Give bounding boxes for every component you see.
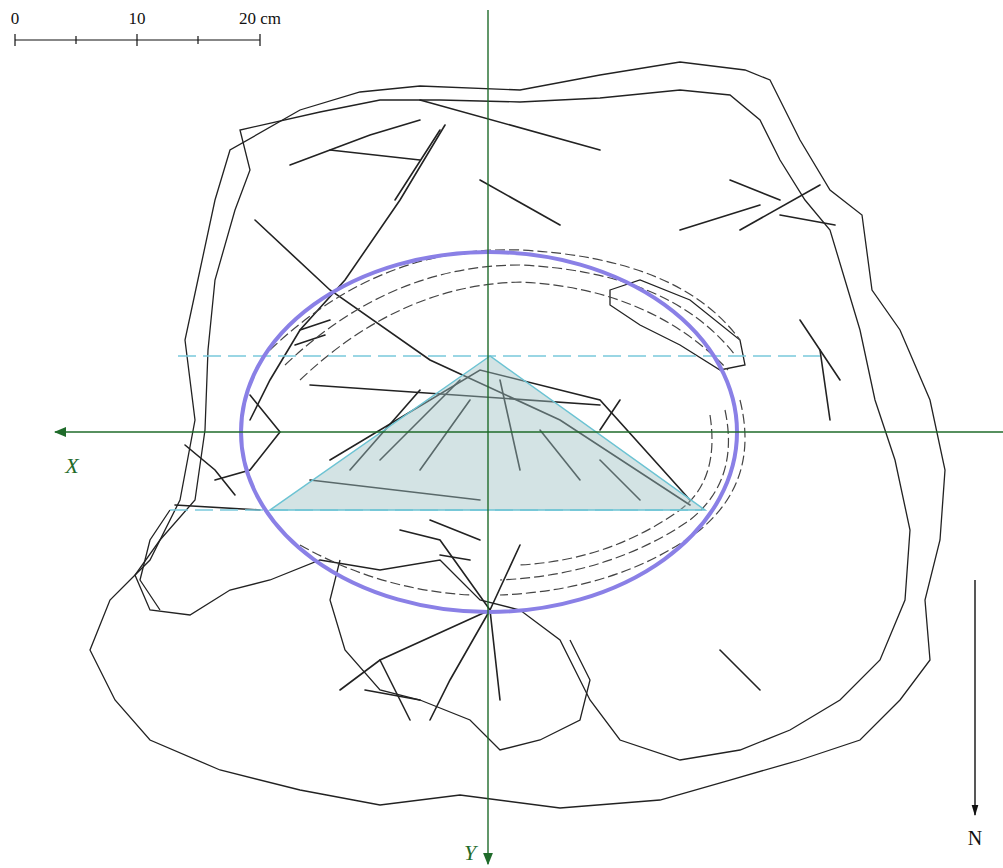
guide-lines bbox=[170, 356, 820, 510]
ring-strokes bbox=[270, 250, 745, 595]
axis-label: Y bbox=[464, 842, 476, 864]
axes bbox=[55, 10, 1003, 864]
engraving-lines bbox=[175, 100, 840, 720]
north-label: N bbox=[968, 828, 982, 848]
scale-number: 0 bbox=[11, 10, 20, 27]
scale-bar bbox=[15, 34, 260, 46]
stone-outline bbox=[90, 62, 945, 808]
axis-label: X bbox=[65, 455, 78, 477]
scale-number: 10 bbox=[129, 10, 146, 27]
scale-unit: 20 cm bbox=[239, 10, 281, 27]
north-arrow bbox=[974, 580, 975, 815]
